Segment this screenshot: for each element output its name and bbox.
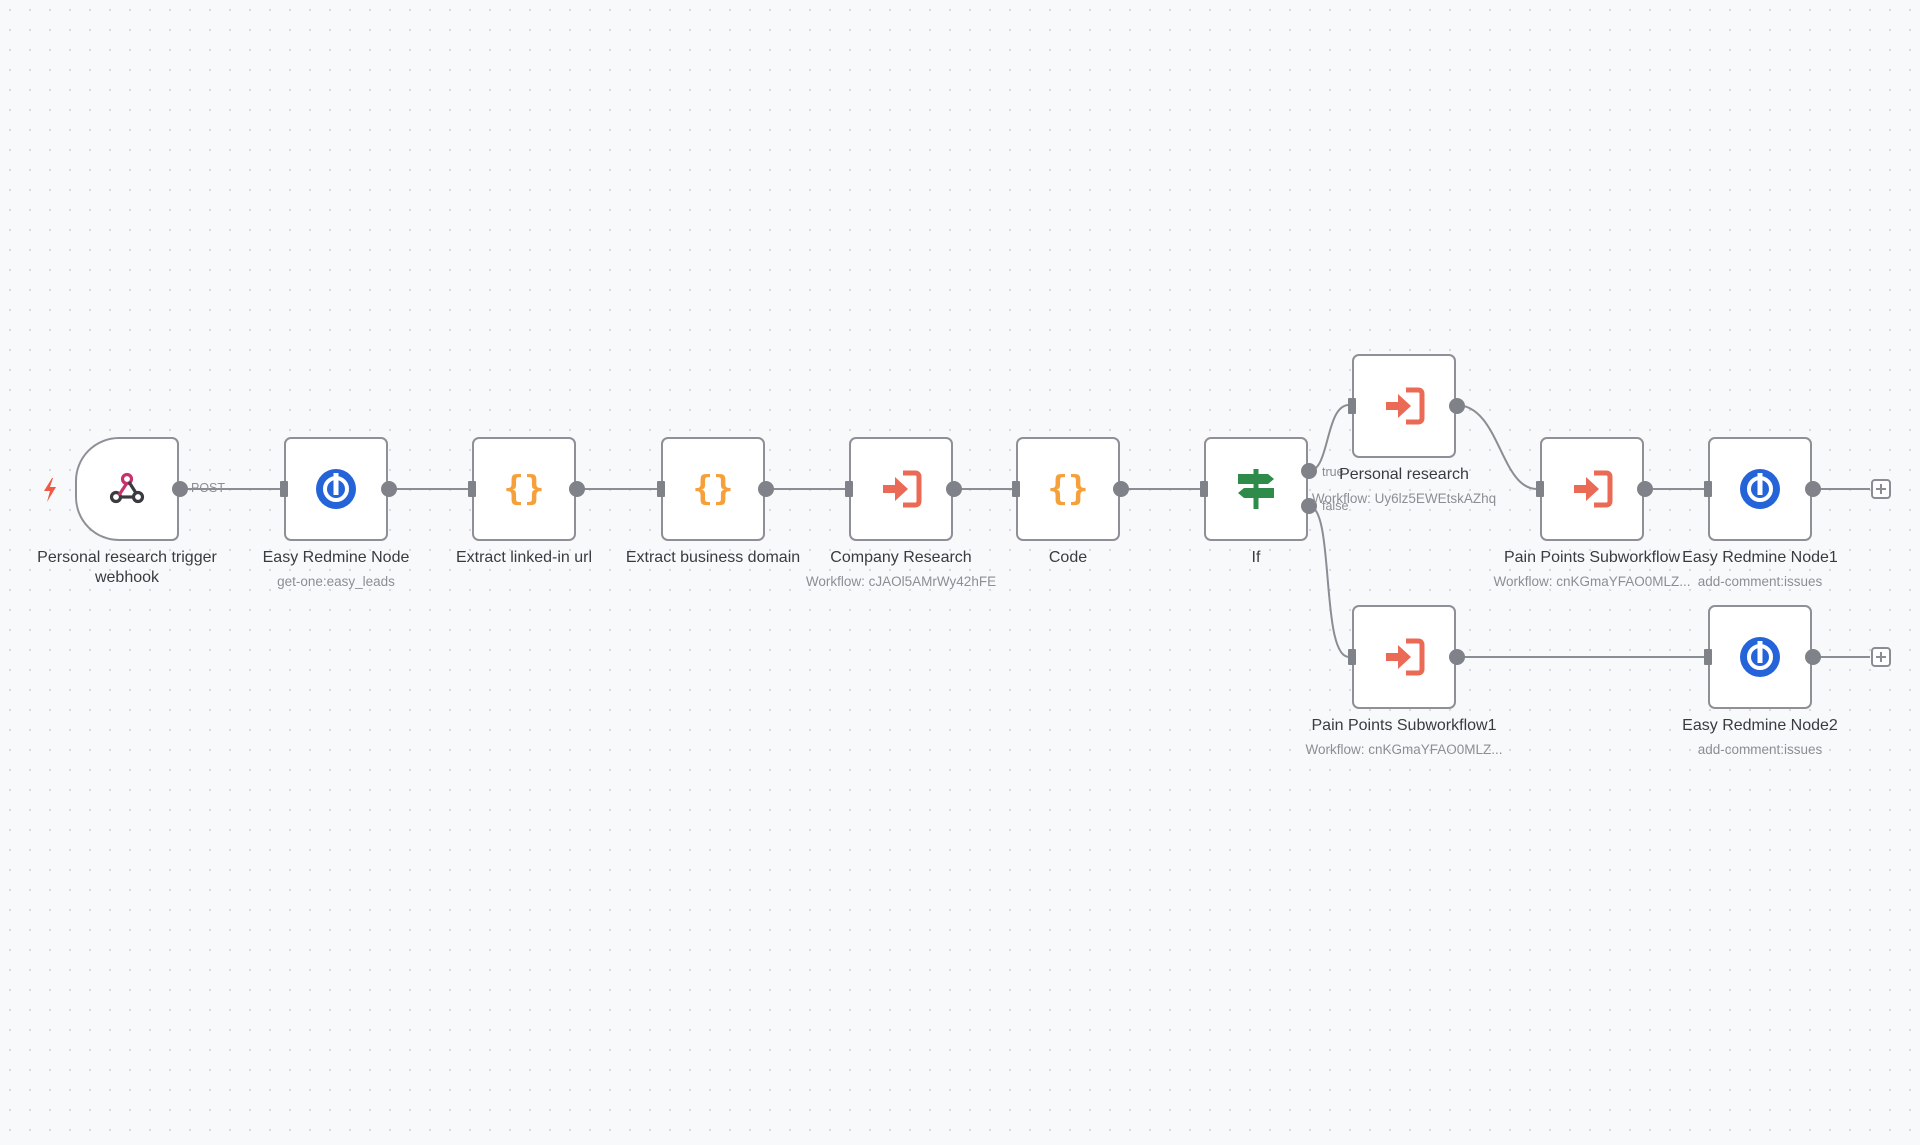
node-label: Pain Points Subworkflow: [1503, 549, 1681, 566]
node-subtitle: add-comment:issues: [1697, 742, 1823, 757]
trigger-bolt-icon: [44, 478, 56, 502]
node-label: Pain Points Subworkflow1: [1311, 717, 1497, 734]
input-handle[interactable]: [1704, 481, 1712, 497]
svg-text:{}: {}: [504, 469, 545, 509]
connection-personal-painpoints: [1455, 404, 1538, 490]
webhook-icon: [109, 472, 145, 504]
output-handle-true[interactable]: [1301, 463, 1317, 479]
svg-text:{}: {}: [1048, 469, 1089, 509]
node-easy-redmine-1[interactable]: [1704, 437, 1821, 541]
output-handle[interactable]: [1449, 398, 1465, 414]
input-handle[interactable]: [1704, 649, 1712, 665]
edge-label-post: POST: [191, 481, 226, 495]
output-handle[interactable]: [946, 481, 962, 497]
output-handle[interactable]: [172, 481, 188, 497]
node-label: If: [1251, 549, 1261, 566]
svg-text:{}: {}: [693, 469, 734, 509]
execute-workflow-icon: [883, 470, 922, 508]
output-handle[interactable]: [1637, 481, 1653, 497]
easy-redmine-icon: [316, 469, 356, 509]
node-subtitle: Workflow: cJAOl5AMrWy42hFE: [805, 574, 997, 589]
node-extract-linkedin-url[interactable]: {}: [468, 437, 585, 541]
connection-if-true-personal: [1308, 404, 1350, 472]
node-extract-business-domain[interactable]: {}: [657, 437, 774, 541]
node-label: Easy Redmine Node: [262, 549, 410, 566]
node-subtitle: add-comment:issues: [1697, 574, 1823, 589]
node-easy-redmine-2[interactable]: [1704, 605, 1821, 709]
node-company-research[interactable]: [845, 437, 962, 541]
node-code[interactable]: {}: [1012, 437, 1129, 541]
edge-label-false: false: [1322, 499, 1349, 513]
node-label: Easy Redmine Node1: [1682, 549, 1838, 566]
node-easy-redmine[interactable]: [280, 437, 397, 541]
input-handle[interactable]: [1012, 481, 1020, 497]
output-handle[interactable]: [1805, 481, 1821, 497]
output-handle[interactable]: [381, 481, 397, 497]
node-label: Personal research trigger webhook: [37, 549, 217, 586]
node-label: Extract linked-in url: [455, 549, 593, 566]
signpost-icon: [1238, 469, 1274, 509]
code-braces-icon: {}: [1048, 469, 1089, 509]
input-handle[interactable]: [1200, 481, 1208, 497]
easy-redmine-icon: [1740, 637, 1780, 677]
edge-label-true: true: [1322, 465, 1344, 479]
add-node-button[interactable]: [1871, 647, 1891, 667]
node-pain-points-subworkflow[interactable]: [1536, 437, 1653, 541]
node-pain-points-subworkflow-1[interactable]: [1348, 605, 1465, 709]
input-handle[interactable]: [1536, 481, 1544, 497]
plus-icon: [1876, 652, 1886, 662]
execute-workflow-icon: [1574, 470, 1613, 508]
node-personal-research[interactable]: [1348, 354, 1465, 458]
node-label: Company Research: [830, 549, 972, 566]
input-handle[interactable]: [468, 481, 476, 497]
node-webhook-trigger[interactable]: [75, 437, 188, 541]
execute-workflow-icon: [1386, 638, 1425, 676]
node-subtitle: Workflow: cnKGmaYFAO0MLZ...: [1305, 742, 1503, 757]
node-subtitle: get-one:easy_leads: [277, 574, 395, 589]
input-handle[interactable]: [657, 481, 665, 497]
input-handle[interactable]: [845, 481, 853, 497]
easy-redmine-icon: [1740, 469, 1780, 509]
input-handle[interactable]: [280, 481, 288, 497]
output-handle[interactable]: [1805, 649, 1821, 665]
node-if[interactable]: [1200, 437, 1317, 541]
connection-if-false-painpoints1: [1308, 505, 1350, 658]
node-subtitle: Workflow: Uy6lz5EWEtskAZhq: [1311, 491, 1497, 506]
output-handle[interactable]: [1113, 481, 1129, 497]
node-label: Extract business domain: [625, 549, 801, 566]
node-label: Code: [1048, 549, 1088, 566]
node-label: Easy Redmine Node2: [1682, 717, 1838, 734]
node-subtitle: Workflow: cnKGmaYFAO0MLZ...: [1493, 574, 1691, 589]
node-label: Personal research: [1339, 466, 1469, 483]
input-handle[interactable]: [1348, 398, 1356, 414]
code-braces-icon: {}: [504, 469, 545, 509]
code-braces-icon: {}: [693, 469, 734, 509]
execute-workflow-icon: [1386, 387, 1425, 425]
input-handle[interactable]: [1348, 649, 1356, 665]
output-handle-false[interactable]: [1301, 498, 1317, 514]
plus-icon: [1876, 484, 1886, 494]
output-handle[interactable]: [1449, 649, 1465, 665]
add-node-button[interactable]: [1871, 479, 1891, 499]
output-handle[interactable]: [569, 481, 585, 497]
output-handle[interactable]: [758, 481, 774, 497]
